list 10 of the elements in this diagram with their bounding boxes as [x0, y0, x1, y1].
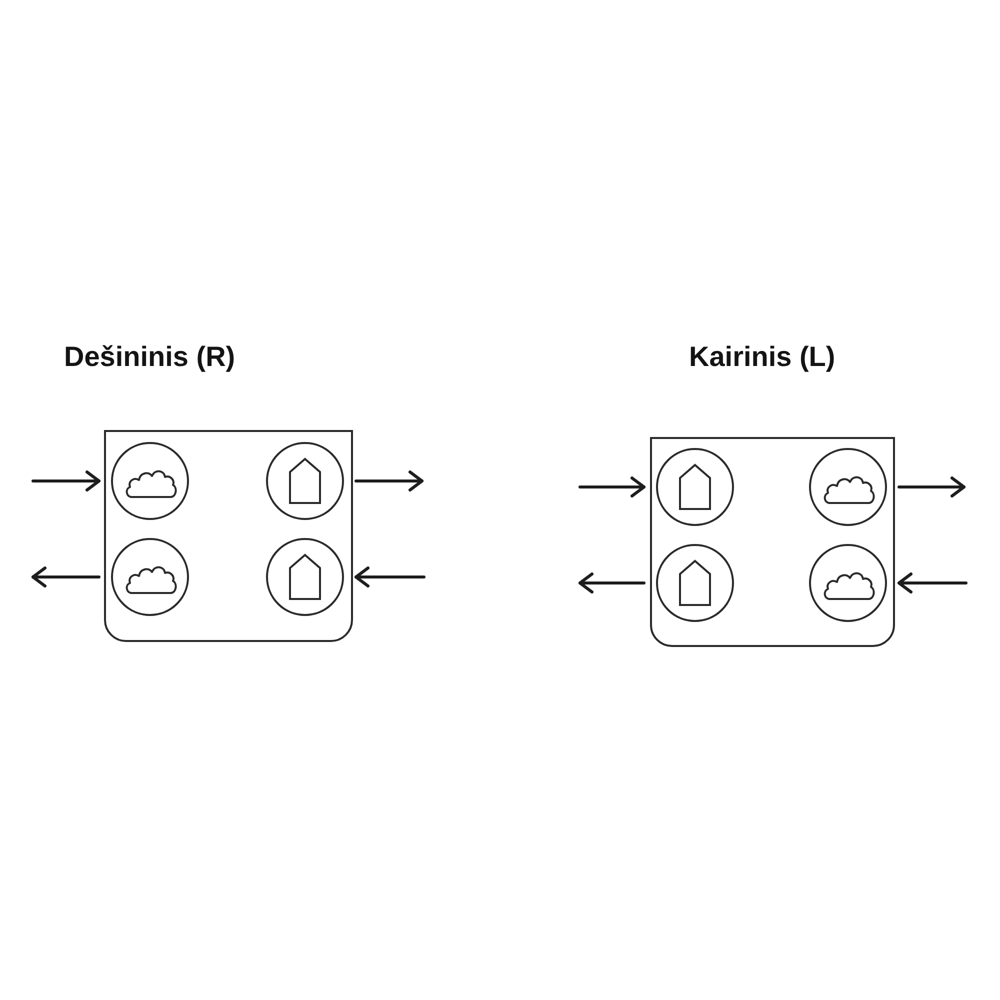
heading: Kairinis (L) [689, 340, 836, 374]
arrow [898, 572, 968, 594]
arrow [32, 470, 100, 492]
arrow [898, 476, 966, 498]
heading: Dešininis (R) [64, 340, 236, 374]
arrow [578, 572, 646, 594]
arrow [578, 476, 646, 498]
arrow [354, 470, 424, 492]
arrow [354, 566, 426, 588]
arrow [32, 566, 100, 588]
